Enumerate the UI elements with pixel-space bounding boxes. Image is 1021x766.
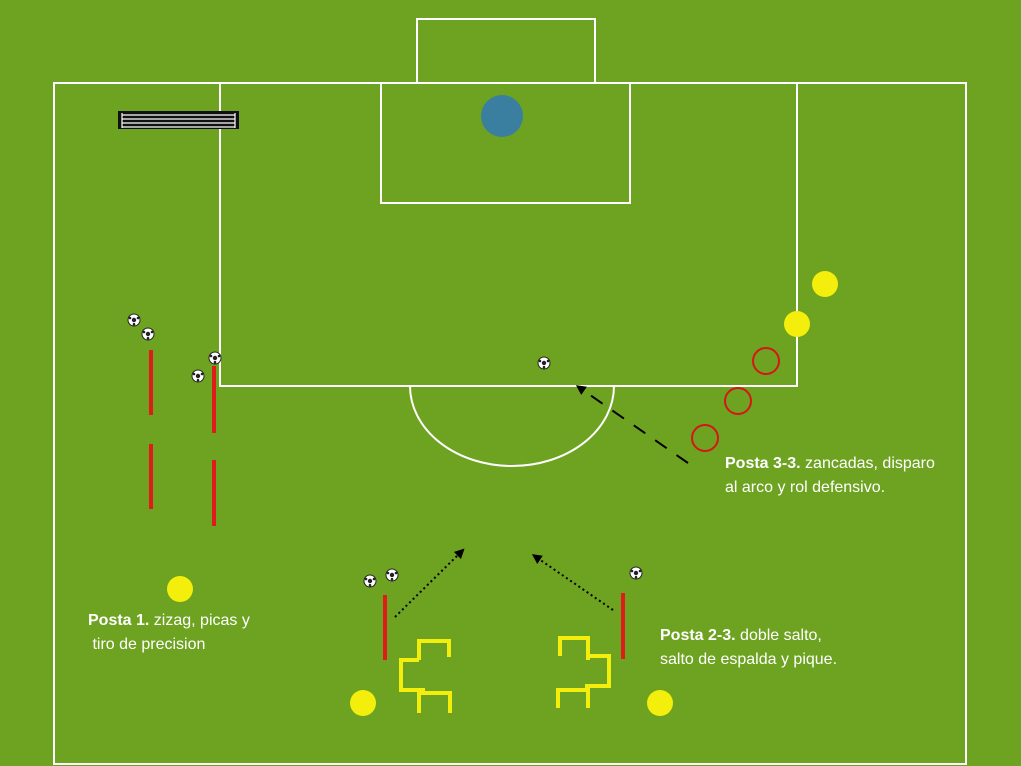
- cones: [167, 271, 838, 716]
- slalom-poles: [149, 350, 625, 660]
- mini-goal-icon: [118, 111, 239, 129]
- soccer-ball-icon: [191, 369, 205, 383]
- hurdle-left-top: [417, 639, 451, 660]
- station-description: al arco y rol defensivo.: [725, 479, 886, 496]
- movement-arrows: [394, 385, 689, 618]
- soccer-ball-icon: [629, 566, 643, 580]
- station-3-label: Posta 3-3. zancadas, disparo al arco y r…: [725, 452, 935, 500]
- goalkeeper-marker: [481, 95, 523, 137]
- soccer-ball-icon: [208, 351, 222, 365]
- cone: [812, 271, 838, 297]
- goal: [416, 18, 596, 84]
- station-description: salto de espalda y pique.: [660, 651, 838, 668]
- cone: [647, 690, 673, 716]
- station-2-label: Posta 2-3. doble salto, salto de espalda…: [660, 624, 837, 672]
- station-description: tiro de precision: [88, 636, 206, 653]
- station-title: Posta 3-3.: [725, 455, 801, 472]
- cone: [784, 311, 810, 337]
- balls: [127, 313, 643, 588]
- ring: [724, 387, 752, 415]
- agility-rings: [691, 347, 780, 452]
- field-lines: [53, 18, 967, 765]
- hurdle-left-middle: [399, 658, 425, 692]
- hurdle-right-bottom: [556, 688, 590, 708]
- soccer-ball-icon: [537, 356, 551, 370]
- station-description: zizag, picas y: [149, 612, 250, 629]
- hurdle-right-middle: [585, 654, 611, 688]
- soccer-ball-icon: [127, 313, 141, 327]
- cone: [350, 690, 376, 716]
- cone: [167, 576, 193, 602]
- station-1-label: Posta 1. zizag, picas y tiro de precisio…: [88, 609, 250, 657]
- station-title: Posta 1.: [88, 612, 150, 629]
- dashed-arrow: [575, 385, 689, 464]
- ring: [691, 424, 719, 452]
- hurdle-right-top: [558, 636, 590, 660]
- penalty-arc: [409, 385, 615, 467]
- station-title: Posta 2-3.: [660, 627, 736, 644]
- station-description: zancadas, disparo: [800, 455, 935, 472]
- soccer-ball-icon: [385, 568, 399, 582]
- soccer-ball-icon: [363, 574, 377, 588]
- station-description: doble salto,: [735, 627, 822, 644]
- hurdles: [399, 636, 611, 713]
- soccer-ball-icon: [141, 327, 155, 341]
- hurdle-left-bottom: [417, 691, 452, 713]
- dotted-arrow-left: [394, 548, 465, 618]
- ring: [752, 347, 780, 375]
- dotted-arrow-right: [531, 554, 614, 611]
